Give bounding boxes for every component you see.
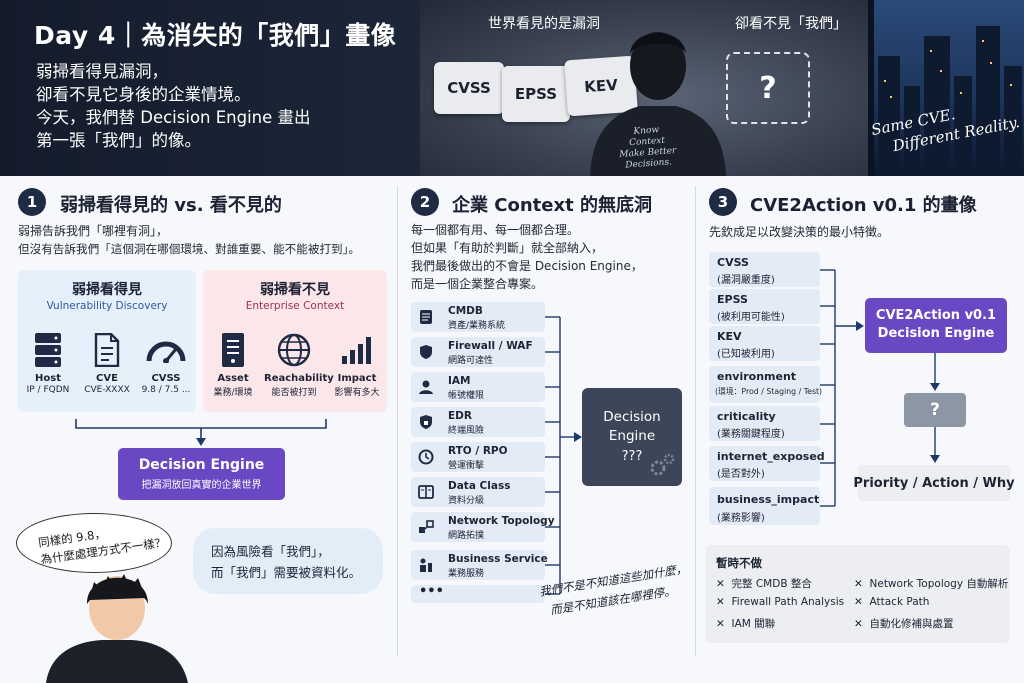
section-number: 1 <box>18 188 46 216</box>
feature-internet-exposed: internet_exposed (是否對外) <box>709 446 825 481</box>
user-icon <box>419 380 433 394</box>
topology-icon <box>419 520 434 533</box>
shield-icon <box>420 345 432 359</box>
shield-lock-icon <box>420 415 432 429</box>
decision-engine-box: Decision Engine 把漏洞放回真實的企業世界 <box>118 448 285 500</box>
cve2action-engine-box: CVE2Action v0.1 Decision Engine <box>865 298 1007 353</box>
server-icon <box>35 333 61 367</box>
section-title: 企業 Context 的無底洞 <box>452 195 652 216</box>
section-intro: 每一個都有用、每一個都合理。 <box>411 223 580 237</box>
globe-icon <box>277 333 311 367</box>
section-intro: 但沒有告訴我們「這個洞在哪個環境、對誰重要、能不能被打到」。 <box>18 242 361 256</box>
context-source-rto-rpo: RTO / RPO 營運衝擊 <box>411 442 545 472</box>
gauge-icon <box>146 341 186 363</box>
context-source-iam: IAM 帳號權限 <box>411 372 545 402</box>
bar-chart-icon <box>342 337 371 364</box>
cross-icon: ✕ <box>854 618 863 630</box>
header-line: 今天，我們替 Decision Engine 畫出 <box>36 108 311 127</box>
visible-box: 弱掃看得見 Vulnerability Discovery Host IP / … <box>18 270 196 412</box>
asset-icon <box>222 333 244 367</box>
more-sources: ••• <box>411 585 545 603</box>
feature-kev: KEV (已知被利用) <box>709 326 820 361</box>
database-icon <box>420 310 432 324</box>
document-icon <box>94 333 120 367</box>
not-now-item: ✕ Network Topology 自動解析 <box>854 578 1009 590</box>
not-now-item: ✕ 自動化修補與處置 <box>854 618 954 630</box>
header-line: 弱掃看得見漏洞， <box>36 62 168 81</box>
section-intro: 我們最後做出的不會是 Decision Engine， <box>411 259 643 273</box>
window-frame <box>868 0 874 176</box>
box-title: 弱掃看得見 <box>72 282 142 298</box>
box-title: 弱掃看不見 <box>260 282 330 298</box>
cvss-item: CVSS 9.8 / 7.5 ... <box>136 330 196 395</box>
feature-criticality: criticality (業務關鍵程度) <box>709 406 820 441</box>
host-item: Host IP / FQDN <box>18 330 78 395</box>
section-number: 3 <box>709 188 737 216</box>
not-now-item: ✕ Firewall Path Analysis <box>716 596 845 608</box>
header-line: 第一張「我們」的像。 <box>36 131 201 150</box>
column-divider <box>397 186 398 656</box>
output-box: Priority / Action / Why <box>853 465 1015 501</box>
header-line: 卻看不見它身後的企業情境。 <box>36 85 251 104</box>
unknown-step: ? <box>904 393 966 427</box>
section-title: CVE2Action v0.1 的畫像 <box>750 195 977 216</box>
column-divider <box>695 186 696 656</box>
person-silhouette-icon <box>590 32 726 176</box>
not-now-item: ✕ IAM 關聯 <box>716 618 776 630</box>
box-subtitle: Enterprise Context <box>245 300 345 312</box>
reachability-item: Reachability 能否被打到 <box>264 330 334 398</box>
not-now-panel: 暫時不做 ✕ 完整 CMDB 整合 ✕ Firewall Path Analys… <box>706 545 1010 643</box>
feature-cvss: CVSS (漏洞嚴重度) <box>709 252 820 287</box>
caption-vulnerability: 世界看見的是漏洞 <box>488 16 600 32</box>
section-intro: 而是一個企業整合專案。 <box>411 277 544 291</box>
section-intro: 先欽成足以改變決策的最小特徵。 <box>709 225 890 239</box>
page-title: Day 4｜為消失的「我們」畫像 <box>34 21 397 50</box>
impact-item: Impact 影響有多大 <box>327 330 387 398</box>
cve-item: CVE CVE-XXXX <box>77 330 137 395</box>
gear-icon <box>650 453 675 476</box>
cross-icon: ✕ <box>854 578 863 590</box>
section-intro: 弱掃告訴我們「哪裡有洞」， <box>18 224 169 238</box>
clock-icon <box>418 449 434 465</box>
context-source-network-topology: Network Topology 網路拓撲 <box>411 512 555 542</box>
missing-puzzle-piece: ? <box>726 52 810 124</box>
puzzle-piece-epss: EPSS <box>502 66 570 122</box>
caption-missing-us: 卻看不見「我們」 <box>735 16 847 32</box>
not-now-item: ✕ Attack Path <box>854 596 930 608</box>
header-banner: Day 4｜為消失的「我們」畫像 弱掃看得見漏洞， 卻看不見它身後的企業情境。 … <box>0 0 1024 176</box>
context-source-business-service: Business Service 業務服務 <box>411 550 548 580</box>
answer-bubble: 因為風險看「我們」， 而「我們」需要被資料化。 <box>193 528 383 594</box>
feature-business-impact: business_impact (業務影響) <box>709 487 820 525</box>
not-now-title: 暫時不做 <box>716 556 762 570</box>
not-now-item: ✕ 完整 CMDB 整合 <box>716 578 812 590</box>
box-subtitle: Vulnerability Discovery <box>46 300 168 312</box>
section-number: 2 <box>411 188 439 216</box>
invisible-box: 弱掃看不見 Enterprise Context Asset 業務/環境 Rea… <box>203 270 387 412</box>
data-class-icon <box>418 485 434 499</box>
feature-epss: EPSS (被利用可能性) <box>709 289 820 324</box>
puzzle-piece-cvss: CVSS <box>434 62 504 114</box>
section-intro: 但如果「有助於判斷」就全部納入， <box>411 241 604 255</box>
cross-icon: ✕ <box>716 578 725 590</box>
question-bubble: 同樣的 9.8， 為什麼處理方式不一樣？ <box>16 513 172 573</box>
person-thinking-icon <box>46 574 188 683</box>
feature-environment: environment (環境：Prod / Staging / Test) <box>709 366 822 403</box>
city-window-view <box>870 0 1024 176</box>
section-title: 弱掃看得見的 vs. 看不見的 <box>60 195 282 216</box>
business-icon <box>420 558 432 572</box>
header-intro: 弱掃看得見漏洞， 卻看不見它身後的企業情境。 今天，我們替 Decision E… <box>36 60 311 152</box>
context-source-data-class: Data Class 資料分級 <box>411 477 545 507</box>
asset-item: Asset 業務/環境 <box>203 330 263 398</box>
cross-icon: ✕ <box>854 596 863 608</box>
cross-icon: ✕ <box>716 596 725 608</box>
context-source-edr: EDR 終端風險 <box>411 407 545 437</box>
cross-icon: ✕ <box>716 618 725 630</box>
context-source-cmdb: CMDB 資產/業務系統 <box>411 302 545 332</box>
context-source-firewall: Firewall / WAF 網路可達性 <box>411 337 545 367</box>
decision-engine-unknown-box: Decision Engine ??? <box>582 388 682 486</box>
